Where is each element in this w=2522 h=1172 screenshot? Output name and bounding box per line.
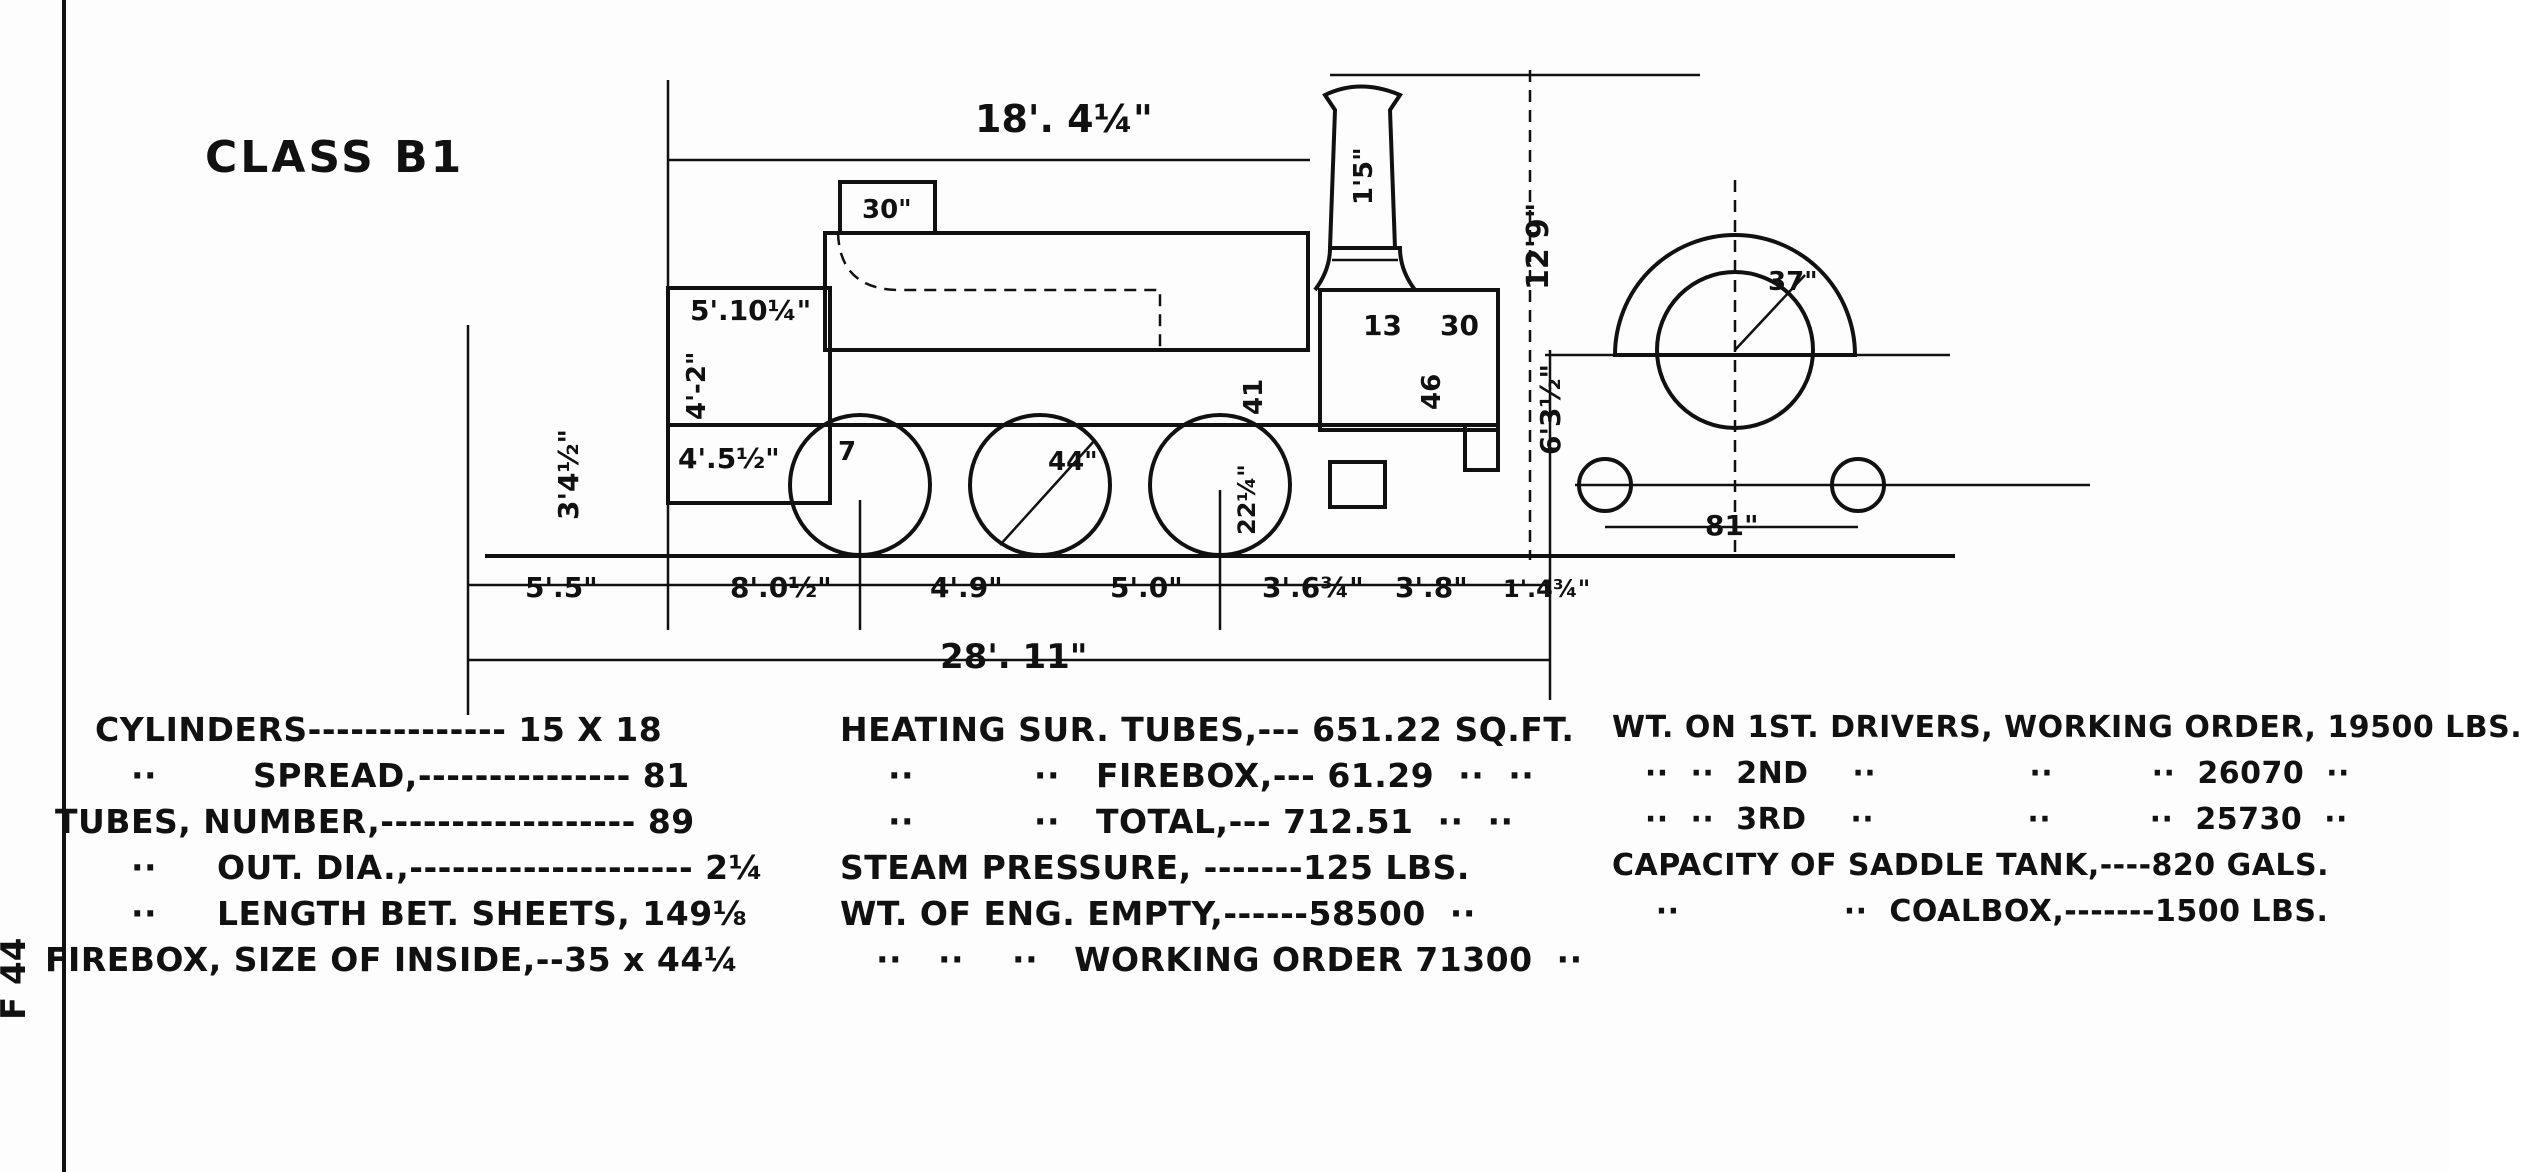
base-span-7: 1'.4¾" [1503, 575, 1590, 603]
dim-cab-side: 4'.5½" [678, 442, 780, 475]
base-span-5: 3'.6¾" [1262, 571, 1364, 604]
base-spans-group: 5'.5" 8'.0½" 4'.9" 5'.0" 3'.6¾" 3'.8" 1'… [525, 571, 1590, 604]
dome [838, 180, 937, 233]
spec-cylinders: CYLINDERS-------------- 15 X 18 [95, 710, 663, 749]
dim-cab-height: 4'-2" [682, 352, 712, 420]
spec-heating-firebox: ·· ·· FIREBOX,--- 61.29 ·· ·· [840, 756, 1535, 795]
dim-cylinder-height: 22¼" [1233, 464, 1261, 535]
dome-dashed [836, 232, 1162, 350]
spec-weight-empty: WT. OF ENG. EMPTY,------58500 ·· [840, 894, 1476, 933]
spec-firebox-size: FIREBOX, SIZE OF INSIDE,--35 x 44¼ [45, 940, 739, 979]
dim-tank-height: 41 [1239, 379, 1269, 415]
locomotive-elevation-drawing: 18'. 4¼" 30" 5'.10¼" 4'.5½" 7 44" 13 30 … [62, 0, 2090, 1172]
base-span-6: 3'.8" [1395, 571, 1468, 604]
smokebox-top [1313, 246, 1417, 292]
spec-wt-3rd-drivers: ·· ·· 3RD ·· ·· ·· 25730 ·· [1612, 802, 2348, 837]
dim-dome-width: 30" [862, 195, 912, 225]
spec-spread: ·· SPREAD,--------------- 81 [95, 756, 690, 795]
base-span-2: 8'.0½" [730, 571, 832, 604]
spec-heating-total: ·· ·· TOTAL,--- 712.51 ·· ·· [840, 802, 1514, 841]
dim-buffer-beam-height: 6'3½" [1534, 364, 1567, 455]
dim-gauge-width: 81" [1705, 509, 1759, 542]
dim-rear-offset: 7 [838, 437, 856, 467]
dim-overall-length-top: 18'. 4¼" [975, 97, 1153, 141]
cylinder-box [1328, 460, 1387, 509]
spec-tubes-dia: ·· OUT. DIA.,-------------------- 2¼ [95, 848, 764, 887]
wheel-radius-line [999, 439, 1096, 546]
spec-steam-pressure: STEAM PRESSURE, -------125 LBS. [840, 848, 1470, 887]
dim-tank-top: 5'.10¼" [690, 294, 811, 327]
dim-wheel-dia: 44" [1048, 447, 1098, 477]
running-board [668, 423, 1500, 472]
spec-coalbox: ·· ·· COALBOX,-------1500 LBS. [1612, 894, 2329, 929]
dim-stack-height: 1'5" [1349, 147, 1379, 205]
dim-chimney-to-cab: 13 [1363, 309, 1402, 342]
dim-smokebox-width: 30 [1440, 309, 1479, 342]
dim-front-radius: 37" [1768, 267, 1818, 297]
base-span-3: 4'.9" [930, 571, 1003, 604]
boiler-body [1318, 288, 1500, 432]
dim-buffer-height: 3'4½" [552, 429, 585, 520]
spec-tubes-number: TUBES, NUMBER,------------------ 89 [55, 802, 695, 841]
spec-wt-2nd-drivers: ·· ·· 2ND ·· ·· ·· 26070 ·· [1612, 756, 2350, 791]
dim-total-height: 12'9" [1521, 203, 1556, 290]
dim-overall-length: 28'. 11" [940, 637, 1088, 677]
saddle-tank [823, 231, 1310, 352]
dim-smokebox-height: 46 [1417, 374, 1447, 410]
front-saddle-outline [1612, 233, 1858, 357]
base-span-4: 5'.0" [1110, 571, 1183, 604]
page-title: CLASS B1 [205, 132, 465, 183]
chimney [1322, 84, 1404, 249]
spec-wt-1st-drivers: WT. ON 1ST. DRIVERS, WORKING ORDER, 1950… [1612, 710, 2522, 745]
spec-heating-tubes: HEATING SUR. TUBES,--- 651.22 SQ.FT. [840, 710, 1575, 749]
base-span-1: 5'.5" [525, 571, 598, 604]
spec-saddle-tank: CAPACITY OF SADDLE TANK,----820 GALS. [1612, 848, 2330, 883]
spec-tubes-length: ·· LENGTH BET. SHEETS, 149⅛ [95, 894, 748, 933]
spec-weight-working: ·· ·· ·· WORKING ORDER 71300 ·· [840, 940, 1583, 979]
front-radius-line [1734, 274, 1806, 351]
driving-wheel-2 [968, 413, 1112, 557]
